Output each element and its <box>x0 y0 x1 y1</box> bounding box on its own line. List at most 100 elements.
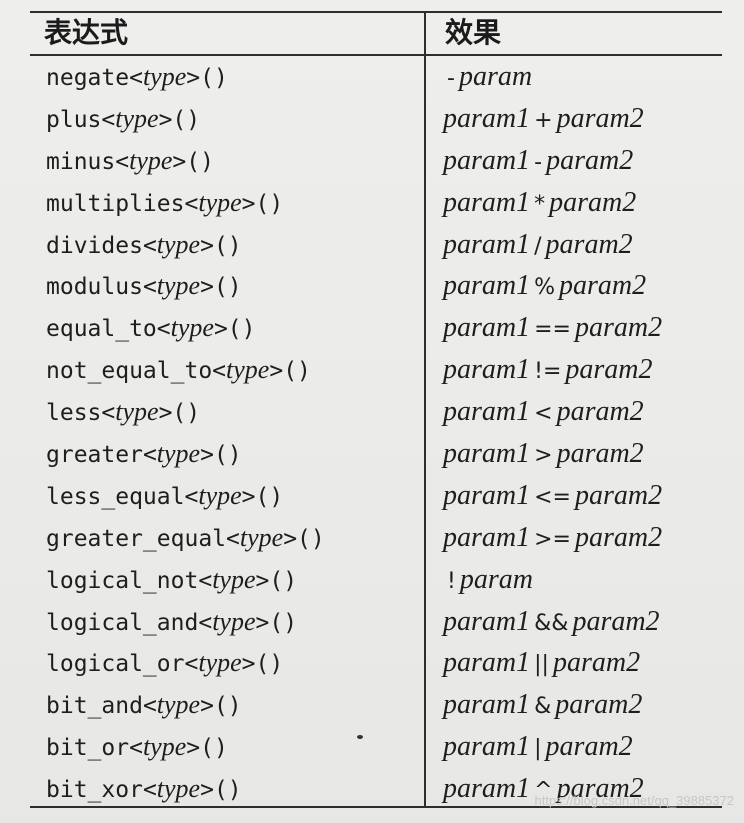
template-open: < <box>212 358 227 385</box>
template-open: < <box>142 274 157 301</box>
call-suffix: >() <box>269 358 311 385</box>
table-row: less<type>()param1<param2 <box>0 391 744 433</box>
call-suffix: >() <box>186 65 228 91</box>
call-suffix: >() <box>241 651 284 678</box>
operand-1: param1 <box>443 731 531 763</box>
table-row: bit_xor<type>() param1^param2 <box>0 768 744 810</box>
type-param: type <box>198 648 242 678</box>
expression-cell: greater<type>() <box>46 433 242 475</box>
effect-cell: param1==param2 <box>443 307 662 349</box>
effect-cell: param1<param2 <box>443 391 644 433</box>
function-name: logical_and <box>46 609 199 636</box>
operand-1: param1 <box>443 186 531 218</box>
type-param: type <box>198 480 242 510</box>
template-open: < <box>142 442 157 469</box>
expression-cell: logical_or<type>() <box>46 642 283 684</box>
expression-cell: modulus<type>() <box>46 265 242 307</box>
function-name: bit_xor <box>46 777 143 804</box>
operand-2: param2 <box>546 144 634 176</box>
type-param: type <box>212 606 256 636</box>
table-row: minus<type>() param1-param2 <box>0 140 744 182</box>
operator: - <box>447 66 455 91</box>
operator: * <box>534 191 546 217</box>
template-open: < <box>101 106 116 133</box>
call-suffix: >() <box>200 442 242 469</box>
operand-2: param2 <box>545 731 633 763</box>
call-suffix: >() <box>241 190 284 217</box>
call-suffix: >() <box>283 525 325 552</box>
operand-2: param2 <box>545 228 633 260</box>
operator: == <box>534 317 571 343</box>
operator: ! <box>447 568 456 594</box>
watermark: https://blog.csdn.net/qq_39885372 <box>534 793 735 808</box>
operand-2: param <box>458 61 533 92</box>
operand-1: param1 <box>443 354 531 386</box>
operand-1: param1 <box>443 270 531 302</box>
effect-cell: param1+param2 <box>443 98 644 140</box>
function-name: logical_not <box>46 567 199 594</box>
expression-cell: less_equal<type>() <box>46 475 283 517</box>
call-suffix: >() <box>200 274 242 301</box>
effect-cell: !param <box>443 559 533 601</box>
table-header-rule <box>30 54 722 56</box>
call-suffix: >() <box>213 316 256 343</box>
function-name: equal_to <box>46 316 157 343</box>
expression-cell: logical_not<type>() <box>46 559 297 601</box>
expression-cell: bit_xor<type>() <box>46 768 242 810</box>
operator: + <box>534 107 553 133</box>
operand-2: param2 <box>575 312 663 344</box>
table-row: bit_or<type>()param1|param2 <box>0 726 744 768</box>
expression-cell: divides<type>() <box>46 224 242 266</box>
table-row: greater<type>()param1>param2 <box>0 433 744 475</box>
function-name: multiplies <box>46 190 185 217</box>
function-name: plus <box>46 106 102 133</box>
table-row: logical_and<type>()param1&&param2 <box>0 601 744 643</box>
operand-1: param1 <box>443 102 531 134</box>
operand-2: param2 <box>572 605 660 637</box>
operator: < <box>534 401 553 427</box>
effect-cell: param1^param2 <box>443 768 644 810</box>
column-header-effect: 效果 <box>445 16 502 49</box>
template-open: < <box>115 148 130 175</box>
expression-cell: minus<type>() <box>46 140 214 182</box>
table-row: greater_equal<type>()param1>=param2 <box>0 517 744 559</box>
template-open: < <box>198 609 213 636</box>
call-suffix: >() <box>200 777 242 804</box>
operand-1: param1 <box>443 144 531 176</box>
operator: / <box>534 233 542 259</box>
column-header-expression: 表达式 <box>44 16 129 49</box>
function-name: less <box>46 400 102 427</box>
effect-cell: param1||param2 <box>443 642 640 684</box>
call-suffix: >() <box>255 567 298 594</box>
operator: & <box>534 694 552 720</box>
effect-cell: param1-param2 <box>443 140 633 182</box>
type-param: type <box>239 522 284 552</box>
type-param: type <box>170 313 214 343</box>
table-row: logical_not<type>() !param <box>0 559 744 601</box>
type-param: type <box>142 732 187 762</box>
operand-2: param2 <box>556 773 644 805</box>
table-row: less_equal<type>()param1<=param2 <box>0 475 744 517</box>
operator: - <box>534 149 543 175</box>
table-row: modulus<type>() param1%param2 <box>0 265 744 307</box>
expression-cell: negate<type>() <box>46 56 228 98</box>
operator: || <box>534 652 549 678</box>
type-param: type <box>198 187 242 217</box>
template-open: < <box>101 400 116 427</box>
table-row: negate<type>() -param <box>0 56 744 98</box>
type-param: type <box>115 397 159 427</box>
table-top-rule <box>30 11 722 13</box>
function-name: minus <box>46 148 116 175</box>
expression-cell: bit_and<type>() <box>46 684 242 726</box>
effect-cell: param1%param2 <box>443 265 646 307</box>
operator: | <box>534 736 542 762</box>
template-open: < <box>142 693 157 720</box>
effect-cell: param1&param2 <box>443 684 642 726</box>
operand-2: param2 <box>559 270 647 302</box>
type-param: type <box>142 62 187 91</box>
table-row: divides<type>()param1/param2 <box>0 224 744 266</box>
function-name: bit_or <box>46 735 130 762</box>
template-open: < <box>142 777 157 804</box>
operand-1: param1 <box>443 396 531 428</box>
table-row: plus<type>()param1+param2 <box>0 98 744 140</box>
